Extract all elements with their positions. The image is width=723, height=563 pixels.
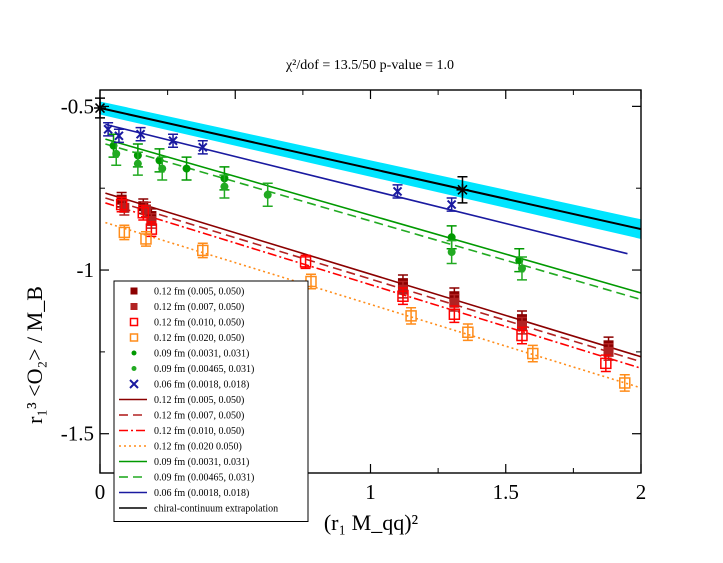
legend-label-1: 0.12 fm (0.007, 0.050) <box>154 302 244 313</box>
data-point-3-7 <box>619 377 631 389</box>
series-4 <box>108 133 525 273</box>
data-point-3-2 <box>197 244 209 257</box>
fit-line-0 <box>105 192 642 358</box>
data-point-1-1 <box>140 204 151 215</box>
chart-title: χ²/dof = 13.5/50 p-value = 1.0 <box>285 58 454 73</box>
data-point-3-1 <box>140 233 152 245</box>
data-point-3-0 <box>118 226 131 239</box>
data-point-1-6 <box>603 346 614 357</box>
data-point-1-5 <box>516 320 527 331</box>
data-point-4-3 <box>182 164 191 173</box>
legend-symbol-0 <box>130 287 138 295</box>
y-tick-label-2: -1.5 <box>61 422 94 446</box>
y-tick-label-0: -0.5 <box>61 94 94 118</box>
x-tick-label-0: 0 <box>95 480 106 504</box>
fit-line-3 <box>105 221 642 389</box>
data-point-2-1 <box>137 207 150 219</box>
fit-line-7 <box>99 107 642 231</box>
data-point-5-1 <box>133 159 142 168</box>
data-point-5-3 <box>220 182 229 191</box>
data-point-5-2 <box>158 164 167 173</box>
data-point-1-4 <box>449 297 460 308</box>
legend-symbol-2 <box>129 317 139 327</box>
y-axis-label: r₁³ <O₂> / M_B <box>22 286 47 424</box>
data-point-6-0 <box>103 124 113 134</box>
legend-box <box>113 280 309 522</box>
legend-label-10: 0.12 fm (0.020 0.050) <box>154 442 242 453</box>
data-point-6-2 <box>135 129 146 139</box>
fit-line-6 <box>105 123 628 255</box>
series-3 <box>118 224 631 392</box>
data-point-6-6 <box>446 199 457 210</box>
legend-label-3: 0.12 fm (0.020, 0.050) <box>154 333 244 344</box>
data-point-3-4 <box>405 310 417 322</box>
x-tick-label-2: 1 <box>365 480 376 504</box>
legend-symbol-1 <box>130 303 138 310</box>
error-band <box>100 101 641 239</box>
legend-label-7: 0.12 fm (0.005, 0.050) <box>154 395 244 406</box>
legend-label-12: 0.09 fm (0.00465, 0.031) <box>154 473 254 484</box>
data-point-5-4 <box>263 190 272 199</box>
legend-label-4: 0.09 fm (0.0031, 0.031) <box>154 349 249 360</box>
data-point-2-4 <box>397 290 409 302</box>
data-point-6-5 <box>392 186 403 197</box>
x-tick-label-3: 1.5 <box>493 480 519 504</box>
fit-line-1 <box>105 197 642 363</box>
legend-label-5: 0.09 fm (0.00465, 0.031) <box>154 364 254 375</box>
legend-label-6: 0.06 fm (0.0018, 0.018) <box>154 380 249 391</box>
data-point-3-6 <box>527 347 539 360</box>
data-point-1-2 <box>146 215 157 226</box>
data-point-3-5 <box>462 326 474 338</box>
data-point-6-3 <box>168 136 178 146</box>
data-point-2-5 <box>448 308 461 320</box>
data-point-6-4 <box>198 142 208 152</box>
series-5 <box>111 141 527 281</box>
fit-line-4 <box>105 138 642 294</box>
legend-label-9: 0.12 fm (0.010, 0.050) <box>154 426 244 437</box>
legend-label-8: 0.12 fm (0.007, 0.050) <box>154 411 244 422</box>
data-point-5-0 <box>112 149 121 158</box>
data-point-2-6 <box>516 329 528 342</box>
data-point-1-0 <box>119 202 130 213</box>
legend-symbol-6 <box>129 379 139 389</box>
series-6 <box>103 121 457 212</box>
legend-label-0: 0.12 fm (0.005, 0.050) <box>154 287 244 298</box>
data-point-5-5 <box>447 248 456 257</box>
data-point-4-5 <box>447 233 456 242</box>
data-point-2-3 <box>299 256 312 268</box>
legend-symbol-5 <box>131 366 137 371</box>
legend-symbol-3 <box>129 333 139 342</box>
data-point-2-7 <box>600 357 612 370</box>
data-point-6-1 <box>114 131 124 141</box>
data-point-2-0 <box>115 198 128 211</box>
fit-line-2 <box>105 202 642 370</box>
extrapolated-point-1 <box>456 183 469 196</box>
x-axis-label: (r₁ M_qq)² <box>324 510 419 535</box>
y-tick-label-1: -1 <box>77 258 95 282</box>
data-point-5-6 <box>517 264 526 273</box>
fit-line-5 <box>105 143 642 301</box>
legend-label-11: 0.09 fm (0.0031, 0.031) <box>154 457 249 468</box>
x-tick-label-4: 2 <box>636 480 647 504</box>
legend-label-2: 0.12 fm (0.010, 0.050) <box>154 318 244 329</box>
legend-label-14: chiral-continuum extrapolation <box>154 504 278 515</box>
legend-label-13: 0.06 fm (0.0018, 0.018) <box>154 488 249 499</box>
legend-symbol-4 <box>131 350 137 356</box>
